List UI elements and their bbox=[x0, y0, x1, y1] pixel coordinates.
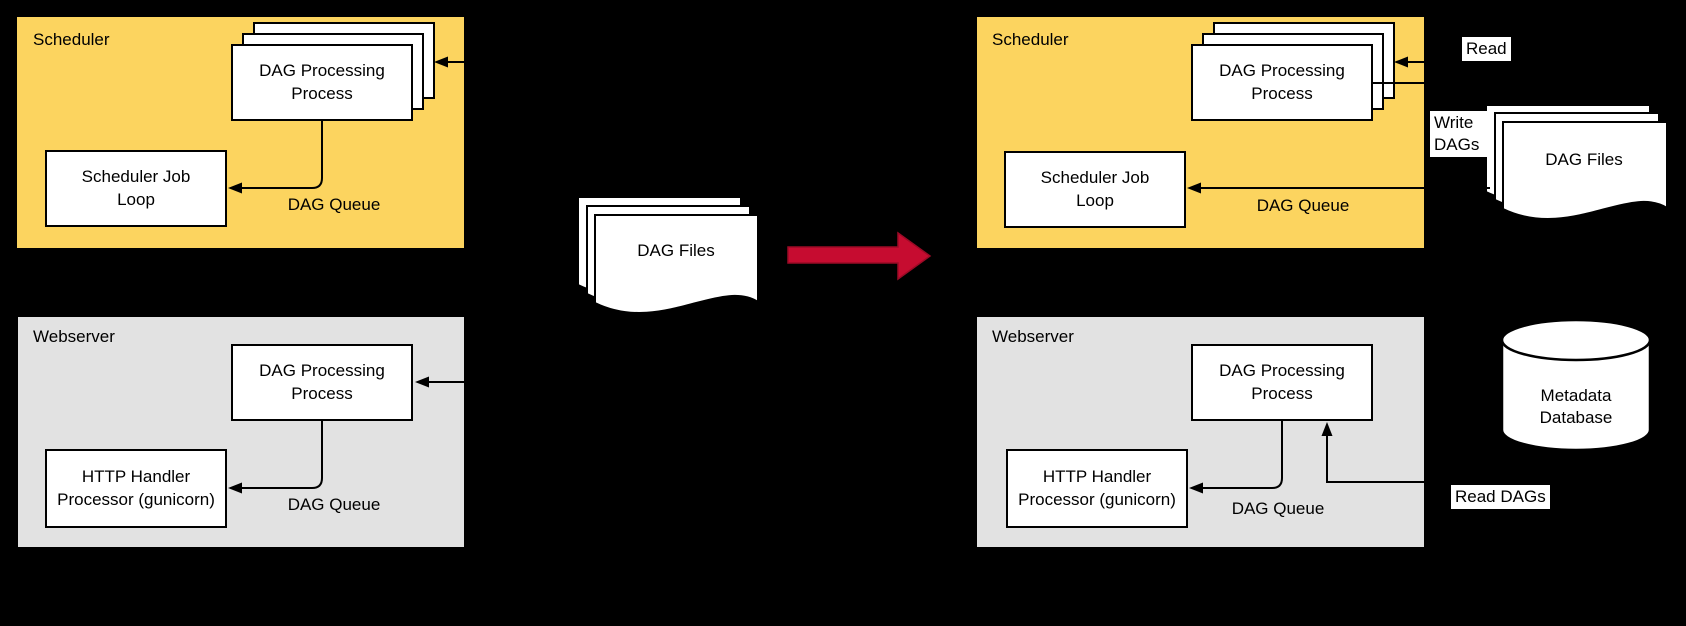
arrowhead bbox=[1189, 482, 1203, 494]
dag-processing-stack-right-scheduler bbox=[1191, 22, 1395, 121]
red-transition-arrow bbox=[787, 231, 932, 281]
stack-front bbox=[1191, 44, 1373, 121]
dag-processing-label-right-webserver: DAG Processing Process bbox=[1219, 361, 1345, 403]
read-dags-connector bbox=[1326, 436, 1560, 483]
read-annotation: Read bbox=[1462, 37, 1511, 62]
arrowhead bbox=[434, 56, 448, 68]
cylinder-top bbox=[1500, 318, 1652, 362]
dag-queue-connector-right-webserver bbox=[1203, 420, 1283, 489]
http-handler-box-left bbox=[45, 449, 227, 528]
webserver-title-left: Webserver bbox=[33, 327, 115, 346]
arrowhead bbox=[228, 482, 242, 494]
dag-processing-label-left-webserver: DAG Processing Process bbox=[259, 361, 385, 403]
webserver-title-right: Webserver bbox=[992, 327, 1074, 346]
arrowhead bbox=[1187, 182, 1201, 194]
dag-processing-stack-left-scheduler bbox=[231, 22, 435, 121]
scheduler-job-loop-label-left: Scheduler Job Loop bbox=[81, 167, 191, 209]
metadata-database-cylinder bbox=[1500, 318, 1652, 452]
http-handler-label-right: HTTP Handler Processor (gunicorn) bbox=[1018, 467, 1176, 509]
dag-queue-label-right-webserver: DAG Queue bbox=[1231, 499, 1325, 518]
document-front bbox=[594, 214, 759, 314]
arrowhead bbox=[1321, 422, 1333, 436]
document-front bbox=[1502, 121, 1668, 220]
http-handler-box-right bbox=[1006, 449, 1188, 528]
scheduler-title-left: Scheduler bbox=[33, 30, 110, 49]
cylinder-body bbox=[1500, 340, 1652, 452]
metadata-database-label: Metadata Database bbox=[1539, 385, 1613, 427]
dag-queue-label-left-webserver: DAG Queue bbox=[287, 495, 381, 514]
scheduler-job-loop-label-right: Scheduler Job Loop bbox=[1040, 168, 1150, 210]
dag-queue-connector-left-scheduler bbox=[242, 120, 323, 189]
dag-files-stack-right bbox=[1485, 104, 1668, 220]
dag-processing-label-left-scheduler: DAG Processing Process bbox=[259, 61, 385, 103]
dag-processing-label-right-scheduler: DAG Processing Process bbox=[1219, 61, 1345, 103]
scheduler-job-loop-box-right bbox=[1004, 151, 1186, 228]
http-handler-label-left: HTTP Handler Processor (gunicorn) bbox=[57, 467, 215, 509]
dag-files-label-right: DAG Files bbox=[1545, 149, 1623, 169]
dag-files-stack-middle bbox=[577, 196, 759, 314]
write-dags-annotation: Write DAGs bbox=[1430, 111, 1488, 158]
arrowhead bbox=[228, 182, 242, 194]
dag-files-label-middle: DAG Files bbox=[637, 240, 715, 260]
dag-queue-connector-left-webserver bbox=[242, 420, 323, 489]
dag-queue-label-left-scheduler: DAG Queue bbox=[287, 195, 381, 214]
scheduler-title-right: Scheduler bbox=[992, 30, 1069, 49]
arrowhead bbox=[1394, 56, 1408, 68]
read-dags-annotation: Read DAGs bbox=[1451, 485, 1550, 510]
scheduler-job-loop-box-left bbox=[45, 150, 227, 227]
arrowhead bbox=[415, 376, 429, 388]
dag-queue-label-right-scheduler: DAG Queue bbox=[1256, 196, 1350, 215]
